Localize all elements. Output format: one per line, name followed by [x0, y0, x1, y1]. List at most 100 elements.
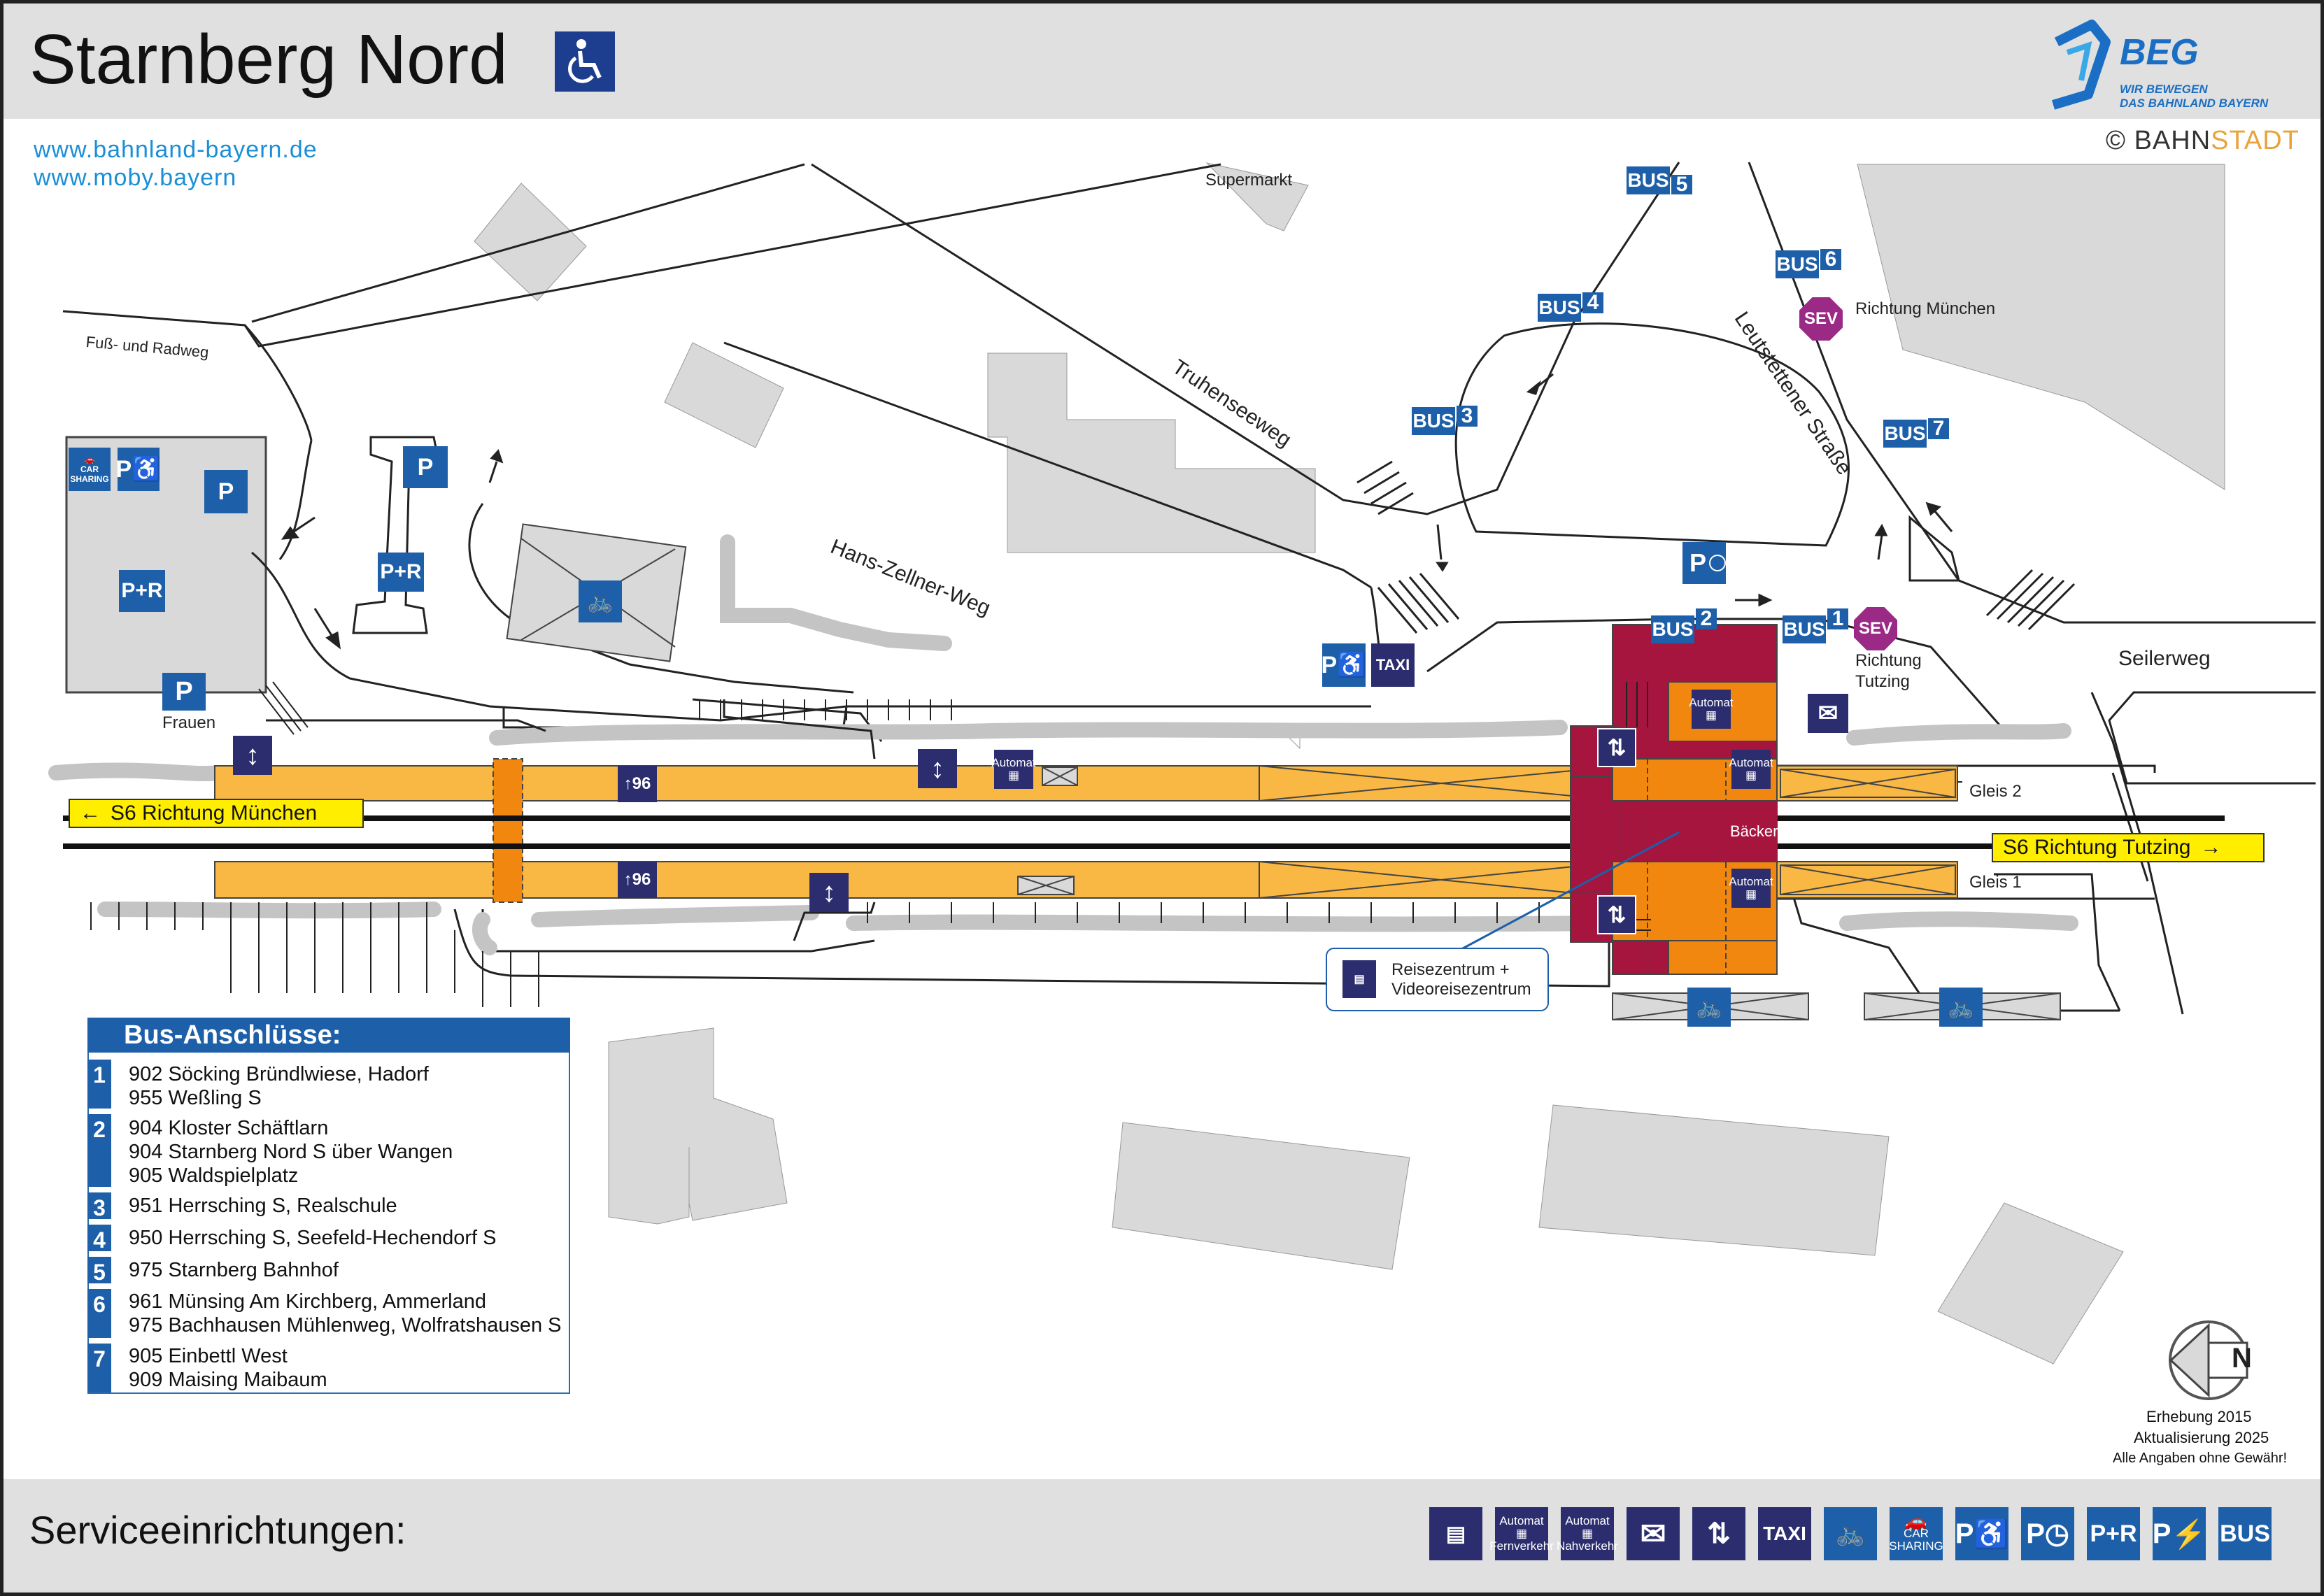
building: [1538, 1104, 1890, 1256]
bus-line: 961 Münsing Am Kirchberg, Ammerland: [129, 1290, 486, 1313]
clearance-height-icon: ↑96: [618, 862, 657, 898]
bike-parking-icon: 🚲: [579, 580, 622, 622]
ticket-machine-icon: Automat▦: [1729, 869, 1773, 908]
bus-line-number: 3: [87, 1192, 111, 1220]
bus-line: 909 Maising Maibaum: [129, 1369, 327, 1391]
bus-stop-7-number: 7: [1928, 417, 1949, 440]
label-reisezentrum: Reisezentrum +Videoreisezentrum: [1391, 960, 1531, 999]
north-arrow-icon: [2169, 1320, 2248, 1400]
motorcycle-parking-icon: P: [204, 470, 248, 513]
ev-charging-parking-icon: P: [403, 446, 448, 488]
bus-icon: BUS: [2218, 1507, 2272, 1560]
bus-line: 904 Kloster Schäftlarn: [129, 1117, 329, 1139]
bus-stop-4-number: 4: [1582, 291, 1603, 314]
taxi-icon: TAXI: [1758, 1507, 1811, 1560]
disabled-parking-icon: P♿: [1321, 643, 1367, 687]
street-seilerweg: Seilerweg: [2118, 647, 2211, 670]
building: [664, 342, 784, 448]
ticket-office-icon: ▤: [1429, 1507, 1482, 1560]
label-baecker: Bäcker: [1730, 822, 1778, 840]
label-richtung-muenchen: Richtung München: [1855, 299, 1996, 318]
ev-charging-parking-icon: P⚡: [2153, 1507, 2206, 1560]
bus-line: 951 Herrsching S, Realschule: [129, 1195, 397, 1217]
ticket-machine-icon: Automat▦: [1689, 690, 1734, 729]
bus-stop-5-icon: BUS: [1627, 166, 1670, 194]
bus-line-number: 5: [87, 1257, 111, 1285]
url-bahnland[interactable]: www.bahnland-bayern.de: [34, 136, 318, 163]
bus-stop-1-number: 1: [1827, 607, 1848, 630]
ticket-machine-long-distance-icon: Automat▦Fernverkehr: [1489, 1507, 1554, 1560]
bus-stop-2-number: 2: [1696, 607, 1717, 630]
url-moby[interactable]: www.moby.bayern: [34, 164, 237, 191]
clock-icon: [1709, 555, 1726, 571]
beg-logo-icon: [2051, 20, 2111, 110]
bus-stop-1-icon: BUS: [1783, 615, 1826, 643]
bus-line: 902 Söcking Bründlwiese, Hadorf: [129, 1063, 429, 1085]
bus-line: 950 Herrsching S, Seefeld-Hechendorf S: [129, 1227, 497, 1249]
park-and-ride-icon: P+R: [2087, 1507, 2140, 1560]
bus-line-number: 1: [87, 1060, 111, 1109]
bus-connections-title: Bus-Anschlüsse:: [87, 1018, 570, 1053]
label-gleis-1: Gleis 1: [1969, 873, 2022, 892]
direction-muenchen: ←S6 Richtung München: [69, 799, 364, 828]
parking-women-icon: P: [162, 673, 206, 711]
label-gleis-2: Gleis 2: [1969, 782, 2022, 801]
park-and-ride-icon: P+R: [378, 553, 424, 592]
bus-stop-5-number: 5: [1671, 173, 1692, 196]
note-aktualisierung: Aktualisierung 2025: [2134, 1429, 2269, 1446]
wheelchair-icon: [555, 31, 615, 92]
ticket-machine-icon: Automat▦: [991, 750, 1036, 789]
label-supermarkt: Supermarkt: [1205, 171, 1293, 190]
bus-line: 904 Starnberg Nord S über Wangen: [129, 1141, 453, 1163]
station-title: Starnberg Nord: [29, 20, 508, 99]
beg-brand: BEG: [2120, 32, 2199, 73]
bus-line: 975 Starnberg Bahnhof: [129, 1259, 339, 1281]
bus-stop-7-icon: BUS: [1883, 420, 1927, 448]
note-erhebung: Erhebung 2015: [2146, 1408, 2252, 1425]
clearance-height-icon: ↑96: [618, 766, 657, 802]
disabled-parking-icon: P♿: [1955, 1507, 2008, 1560]
elevator-icon: ⇅: [1597, 895, 1636, 934]
bus-stop-3-icon: BUS: [1412, 407, 1455, 435]
bike-parking-icon: 🚲: [1824, 1507, 1877, 1560]
bus-line-number: 6: [87, 1289, 111, 1338]
reisezentrum-callout: ▤ Reisezentrum +Videoreisezentrum: [1326, 948, 1549, 1011]
parking-time-icon: P: [1682, 542, 1726, 584]
bus-line: 975 Bachhausen Mühlenweg, Wolfratshausen…: [129, 1314, 562, 1337]
bus-stop-3-number: 3: [1457, 404, 1478, 427]
building: [1205, 162, 1309, 231]
label-frauen: Frauen: [162, 713, 216, 732]
taxi-icon: TAXI: [1371, 643, 1415, 687]
ticket-machine-regional-icon: Automat▦Nahverkehr: [1557, 1507, 1618, 1560]
building: [987, 352, 1316, 553]
stairs-up-down-icon: ↕: [918, 749, 957, 788]
building: [608, 1027, 788, 1225]
ticket-machine-icon: Automat▦: [1729, 750, 1773, 789]
stairs-up-down-icon: ↕: [809, 873, 849, 912]
arrow-right-icon: →: [2200, 836, 2222, 859]
north-label: N: [2232, 1343, 2252, 1374]
bus-stop-2-icon: BUS: [1651, 615, 1694, 643]
building: [1112, 1122, 1410, 1270]
bus-line: 905 Waldspielplatz: [129, 1164, 299, 1187]
bus-line: 955 Weßling S: [129, 1087, 262, 1109]
services-title: Serviceeinrichtungen:: [29, 1508, 406, 1552]
arrow-left-icon: ←: [80, 801, 101, 825]
sev-tutzing-icon: SEV: [1854, 607, 1897, 650]
bus-line: 905 Einbettl West: [129, 1345, 288, 1367]
mailbox-icon: ✉: [1627, 1507, 1680, 1560]
sev-muenchen-icon: SEV: [1799, 297, 1843, 341]
note-disclaimer: Alle Angaben ohne Gewähr!: [2113, 1451, 2288, 1466]
parking-time-icon: P◷: [2021, 1507, 2074, 1560]
elevator-icon: ⇅: [1597, 728, 1636, 767]
mailbox-icon: ✉: [1808, 694, 1848, 733]
bike-parking-icon: 🚲: [1939, 988, 1983, 1027]
bus-line-number: 7: [87, 1344, 111, 1392]
elevator-icon: ⇅: [1692, 1507, 1745, 1560]
bus-stop-6-icon: BUS: [1776, 250, 1819, 278]
park-and-ride-icon: P+R: [119, 570, 165, 612]
